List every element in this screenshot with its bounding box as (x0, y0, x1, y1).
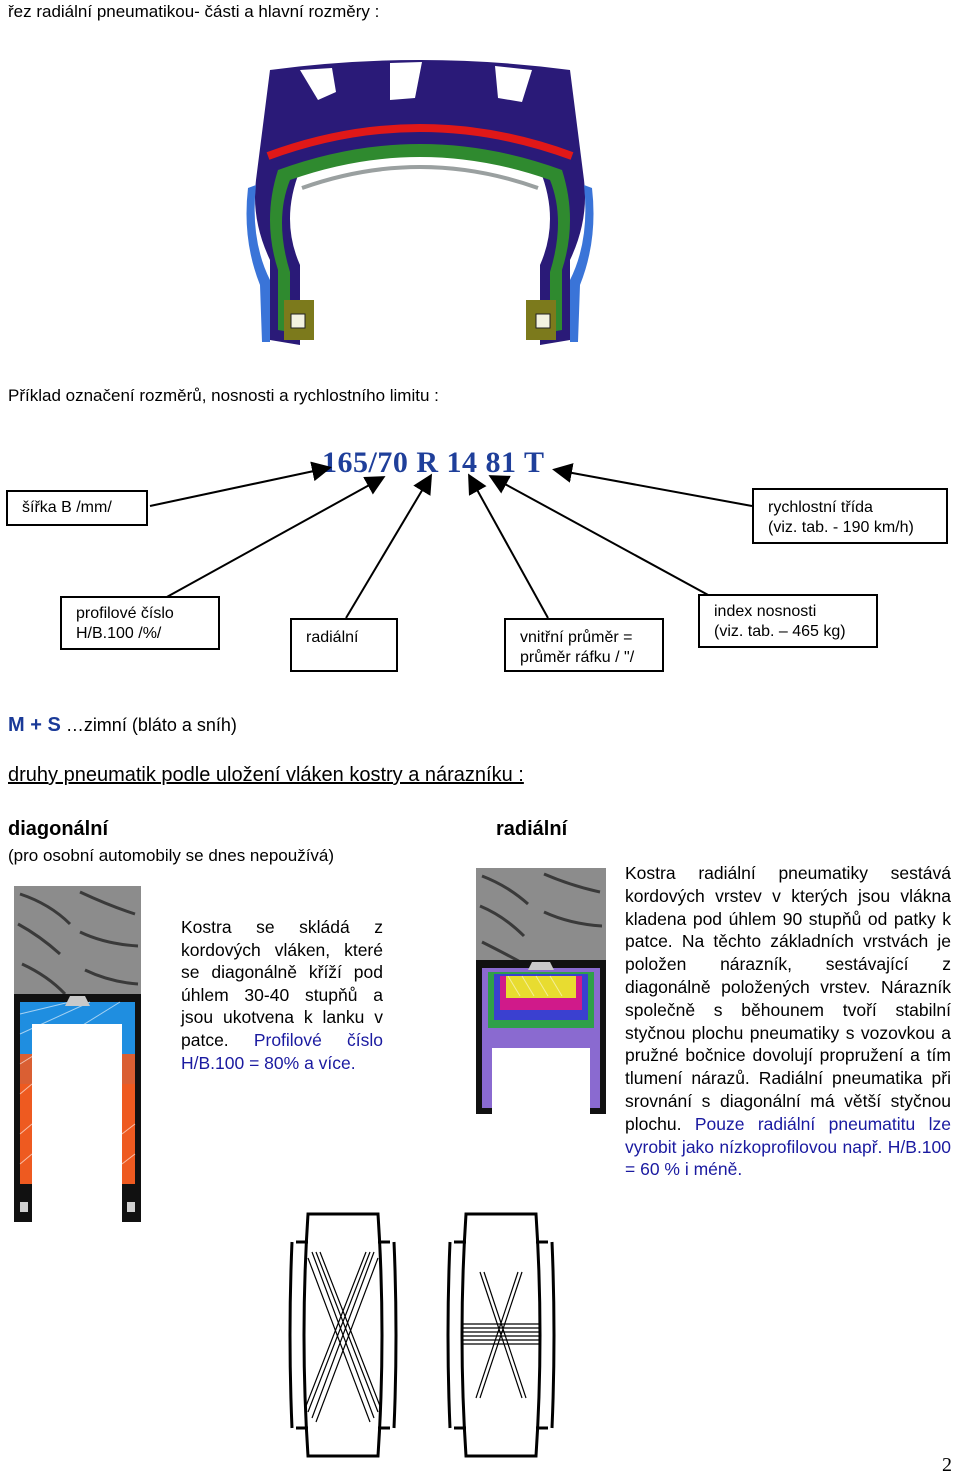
profile-line1: profilové číslo (76, 605, 174, 622)
ms-label: M + S (8, 714, 61, 736)
diagonal-subtitle: (pro osobní automobily se dnes nepoužívá… (8, 846, 335, 865)
speed-class-box: rychlostní třída (viz. tab. - 190 km/h) (752, 488, 948, 544)
radial-title: radiální (496, 818, 568, 840)
load-index-box: index nosnosti (viz. tab. – 465 kg) (698, 594, 878, 648)
radial-box: radiální (290, 618, 398, 672)
radial-label: radiální (306, 629, 359, 646)
page-number: 2 (942, 1454, 952, 1476)
radial-tire-icon (476, 868, 606, 1114)
radial-description: Kostra radiální pneumatiky sestává kordo… (625, 862, 951, 1181)
diagonal-title: diagonální (8, 818, 108, 840)
speed-class-line2: (viz. tab. - 190 km/h) (768, 519, 914, 536)
annotation-arrows (149, 461, 753, 619)
profile-line2: H/B.100 /%/ (76, 625, 162, 642)
radial-text: Kostra radiální pneumatiky sestává kordo… (625, 863, 951, 1134)
load-index-line1: index nosnosti (714, 603, 817, 620)
radial-pattern-icon (446, 1212, 556, 1458)
diagonal-text: Kostra se skládá z kordových vláken, kte… (181, 917, 383, 1050)
radial-text-blue: Pouze radiální pneumatitu lze vyrobit ja… (625, 1113, 951, 1180)
diagonal-tire-icon (14, 886, 141, 1222)
load-index-line2: (viz. tab. – 465 kg) (714, 623, 846, 640)
profile-box: profilové číslo H/B.100 /%/ (60, 596, 220, 650)
diagonal-text-blue: Profilové číslo H/B.100 = 80% a více. (181, 1029, 383, 1073)
speed-class-line1: rychlostní třída (768, 499, 873, 516)
width-box: šířka B /mm/ (6, 490, 148, 526)
types-heading: druhy pneumatik podle uložení vláken kos… (8, 764, 524, 786)
tire-cross-section-icon (246, 60, 594, 345)
heading-cross-section: řez radiální pneumatikou- části a hlavní… (8, 2, 380, 21)
width-label: šířka B /mm/ (22, 499, 112, 516)
inner-diameter-box: vnitřní průměr = průměr ráfku / "/ (504, 618, 664, 672)
ms-line: M + S …zimní (bláto a sníh) (8, 714, 237, 737)
inner-diameter-line2: průměr ráfku / "/ (520, 649, 635, 666)
inner-diameter-line1: vnitřní průměr = (520, 629, 633, 646)
diagonal-pattern-icon (288, 1212, 398, 1458)
tire-code: 165/70 R 14 81 T (322, 446, 545, 479)
heading-example: Příklad označení rozměrů, nosnosti a ryc… (8, 386, 439, 405)
diagonal-description: Kostra se skládá z kordových vláken, kte… (181, 916, 383, 1074)
ms-text: …zimní (bláto a sníh) (65, 715, 237, 735)
